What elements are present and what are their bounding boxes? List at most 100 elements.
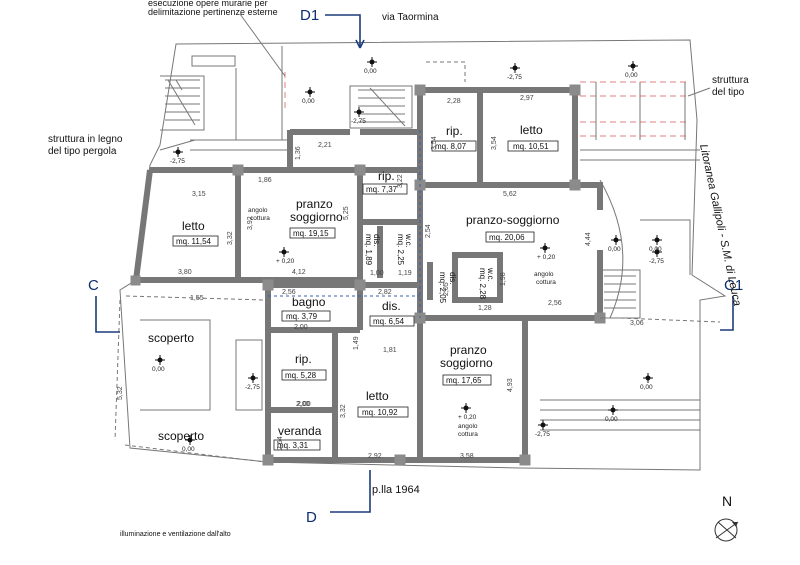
room-area: mq. 10,51 [513, 142, 549, 151]
dashed-path [268, 130, 421, 318]
north-arrow: N [714, 493, 739, 542]
dimension-label: 2,92 [368, 453, 382, 460]
level-value: 0,00 [364, 68, 377, 75]
dimension-label: 2,28 [447, 98, 461, 105]
room-area: mq. 6,54 [373, 317, 405, 326]
level-value: -2,75 [351, 118, 366, 125]
room-bagno: bagno mq. 3,79 [281, 295, 331, 322]
dimension-label: 3,32 [227, 231, 234, 245]
room-name-line2: soggiorno [440, 356, 493, 370]
level-marker: 0,00 [625, 61, 638, 79]
level-marker: 0,00 [640, 373, 653, 391]
level-marker: 0,00 [182, 435, 195, 453]
room-name-line1: pranzo [450, 343, 487, 357]
outdoor-scoperto-2: scoperto [158, 429, 204, 443]
terrace-right [140, 179, 700, 431]
level-value: 0,00 [649, 246, 662, 253]
level-marker: -2,75 [351, 107, 366, 125]
level-value: -2,75 [507, 74, 522, 81]
level-value: + 0,20 [537, 254, 556, 261]
dimension-label: 3,32 [340, 404, 347, 418]
note-left-line2: del tipo pergola [48, 146, 117, 157]
dimension-label: 1,19 [398, 270, 412, 277]
section-c1 [720, 296, 734, 331]
dimension-label: 2,64 [277, 436, 284, 450]
level-value: -2,75 [649, 258, 664, 265]
room-name: bagno [292, 295, 326, 309]
dimension-label: 3,54 [431, 136, 438, 150]
dimension-label: 3,22 [397, 174, 404, 188]
room-area: mq. 2,05 [438, 272, 447, 304]
level-value: 0,00 [152, 366, 165, 373]
level-value: + 0,20 [276, 258, 295, 265]
section-label-c: C [88, 277, 99, 294]
room-letto-north: letto mq. 10,51 [507, 123, 559, 152]
room-name-line1: pranzo [296, 197, 333, 211]
dimension-label: 5,32 [117, 386, 124, 400]
parcel-label: p.lla 1964 [372, 484, 420, 496]
level-marker: 0,00 [608, 235, 621, 253]
room-name: veranda [278, 424, 322, 438]
dimension-label: 2,56 [282, 289, 296, 296]
stairs-left [160, 55, 236, 131]
dimension-label: 2,56 [548, 300, 562, 307]
room-area: mq. 17,65 [446, 376, 482, 385]
level-marker: -2,75 [245, 373, 260, 391]
room-wc-2: w.c. mq. 2,28 [478, 267, 495, 300]
outdoor-name: scoperto [148, 331, 194, 345]
room-name: letto [520, 123, 543, 137]
note-bottom: illuminazione e ventilazione dall'alto [120, 531, 231, 538]
room-veranda: veranda mq. 3,31 [273, 424, 322, 451]
level-value: -2,75 [535, 431, 550, 438]
dimension-label: 3,06 [630, 320, 644, 327]
room-area: mq. 5,28 [285, 371, 317, 380]
level-marker: 0,00 [649, 235, 662, 253]
note-right-line2: del tipo [712, 87, 745, 98]
room-area: mq. 3,79 [286, 312, 318, 321]
room-area: mq. 2,28 [478, 268, 487, 300]
dimension-label: 4,12 [292, 269, 306, 276]
dimension-label: 2,97 [520, 95, 534, 102]
room-name: dis. [382, 299, 401, 313]
dimension-label: 2,54 [425, 224, 432, 238]
room-area: mq. 10,92 [362, 408, 398, 417]
dimension-label: 3,54 [491, 136, 498, 150]
room-area: mq. 11,54 [176, 237, 212, 246]
room-pranzo-soggiorno-center: pranzo-soggiorno mq. 20,06 angolo cottur… [466, 213, 560, 286]
room-name: pranzo-soggiorno [466, 213, 560, 227]
section-label-c1: C1 [724, 277, 743, 294]
dimension-label: 4,44 [585, 232, 592, 246]
room-name: rip. [295, 352, 312, 366]
dimension-label: 2,21 [318, 142, 332, 149]
level-markers: 0,00 0,00 -2,75 -2,75 0,00 -2,75 + 0,20 + 0,20 0… [152, 57, 664, 453]
level-value: 0,00 [182, 446, 195, 453]
room-pranzo-soggiorno-south: pranzo soggiorno mq. 17,65 angolo cottur… [440, 343, 493, 438]
room-extra-2: cottura [250, 215, 270, 222]
dimension-label: 2,05 [443, 282, 450, 296]
level-marker: 0,00 [364, 57, 377, 75]
room-name: dis. [448, 272, 457, 284]
room-name: w.c. [486, 267, 495, 282]
level-value: 0,00 [302, 98, 315, 105]
dimension-label: 2,00 [294, 324, 308, 331]
room-area: mq. 8,07 [435, 142, 467, 151]
level-value: 0,00 [640, 384, 653, 391]
dimension-label: 1,00 [370, 270, 384, 277]
section-label-d: D [306, 509, 317, 526]
room-area: mq. 1,89 [364, 234, 373, 266]
room-area: mq. 3,31 [277, 441, 309, 450]
level-marker: -2,75 [170, 147, 185, 165]
level-marker: + 0,20 [537, 243, 556, 261]
dimension-label: 2,00 [297, 401, 311, 408]
room-name: letto [182, 219, 205, 233]
dimension-label: 1,55 [190, 295, 204, 302]
dimension-label: 2,82 [378, 289, 392, 296]
level-marker: -2,75 [649, 247, 664, 265]
dimension-label: 5,25 [343, 206, 350, 220]
level-value: 0,00 [605, 416, 618, 423]
level-marker: 0,00 [302, 87, 315, 105]
level-marker: + 0,20 [276, 247, 295, 265]
room-pranzo-soggiorno-west: pranzo soggiorno mq. 19,15 angolo cottur… [248, 197, 343, 239]
